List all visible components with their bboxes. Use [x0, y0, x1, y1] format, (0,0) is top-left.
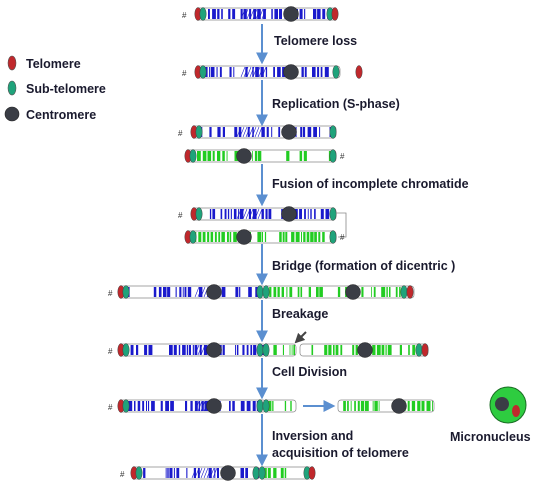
- step-inversion-line1: Inversion and: [272, 429, 353, 443]
- step-labels: Telomere loss Replication (S-phase) Fusi…: [272, 34, 469, 460]
- step-telomere-loss: Telomere loss: [274, 34, 357, 48]
- hash-mark: #: [178, 211, 183, 220]
- telomere-mark: [355, 65, 363, 79]
- hash-mark: #: [340, 152, 345, 161]
- hash-mark: #: [182, 11, 187, 20]
- step-bridge: Bridge (formation of dicentric ): [272, 259, 455, 273]
- telomere-mark: [331, 7, 339, 21]
- centromere-mark: [236, 229, 252, 245]
- subtelomere-mark: [329, 207, 337, 221]
- centromere-mark: [391, 398, 407, 414]
- subtelomere-mark: [252, 466, 260, 480]
- subtelomere-mark: [329, 149, 337, 163]
- subtelomere-mark: [262, 343, 270, 357]
- step-cell-division: Cell Division: [272, 365, 347, 379]
- step-breakage: Breakage: [272, 307, 328, 321]
- chromatids-replicated: ##: [178, 124, 345, 164]
- chromosome-inverted: #: [120, 465, 316, 481]
- subtelomere-mark: [199, 65, 207, 79]
- telomere-legend-icon: [7, 55, 17, 71]
- subtelomere-mark: [329, 125, 337, 139]
- subtelomere-mark: [262, 399, 270, 413]
- micronucleus-label: Micronucleus: [450, 430, 531, 444]
- subtelomere-mark: [256, 399, 264, 413]
- step-inversion-line2: acquisition of telomere: [272, 446, 409, 460]
- hash-mark: #: [108, 289, 113, 298]
- subtelomere-mark: [258, 466, 266, 480]
- telomere-mark: [406, 285, 414, 299]
- centromere-mark: [281, 206, 297, 222]
- telomere-mark: [421, 343, 429, 357]
- telomere-mark: [308, 466, 316, 480]
- chromosomes: ##########: [108, 6, 435, 481]
- breakage-pointer-arrow: [294, 331, 307, 344]
- hash-mark: #: [108, 403, 113, 412]
- subtelomere-mark: [189, 149, 197, 163]
- subtelomere-legend-icon: [7, 80, 17, 96]
- flow-arrows: [256, 24, 336, 467]
- centromere-mark: [236, 148, 252, 164]
- acentric-fragment: [337, 398, 435, 414]
- legend-centromere-label: Centromere: [26, 108, 96, 122]
- hash-mark: #: [182, 69, 187, 78]
- chromosome-original: #: [182, 6, 339, 22]
- subtelomere-mark: [122, 285, 130, 299]
- centromere-mark: [206, 284, 222, 300]
- chromosome-telomere-loss: #: [182, 64, 363, 80]
- micronucleus-telomere: [512, 405, 520, 417]
- chromatids-fused: ##: [178, 206, 347, 245]
- centromere-mark: [281, 124, 297, 140]
- micronucleus: Micronucleus: [450, 386, 531, 444]
- centromere-mark: [206, 342, 222, 358]
- centromere-mark: [283, 6, 299, 22]
- micronucleus-centromere: [495, 397, 509, 411]
- hash-mark: #: [108, 347, 113, 356]
- centromere-legend-icon: [4, 106, 20, 122]
- subtelomere-mark: [415, 343, 423, 357]
- subtelomere-mark: [400, 285, 408, 299]
- subtelomere-mark: [195, 207, 203, 221]
- subtelomere-mark: [256, 285, 264, 299]
- subtelomere-mark: [329, 230, 337, 244]
- centromere-mark: [357, 342, 373, 358]
- legend-telomere-label: Telomere: [26, 57, 81, 71]
- chromosome-breakage: #: [108, 342, 429, 358]
- legend-subtelomere-label: Sub-telomere: [26, 82, 106, 96]
- hash-mark: #: [178, 129, 183, 138]
- subtelomere-mark: [256, 343, 264, 357]
- chromosome-dicentric: #: [108, 284, 415, 300]
- subtelomere-mark: [122, 343, 130, 357]
- legend: Telomere Sub-telomere Centromere: [4, 55, 106, 122]
- centromere-mark: [345, 284, 361, 300]
- step-fusion: Fusion of incomplete chromatide: [272, 177, 469, 191]
- centromere-mark: [283, 64, 299, 80]
- subtelomere-mark: [122, 399, 130, 413]
- subtelomere-mark: [189, 230, 197, 244]
- step-replication: Replication (S-phase): [272, 97, 400, 111]
- centromere-mark: [206, 398, 222, 414]
- hash-mark: #: [120, 470, 125, 479]
- centromere-mark: [220, 465, 236, 481]
- subtelomere-mark: [135, 466, 143, 480]
- hash-mark: #: [340, 233, 345, 242]
- subtelomere-mark: [332, 65, 340, 79]
- subtelomere-mark: [195, 125, 203, 139]
- chromosome-after-division: #: [108, 398, 297, 414]
- subtelomere-mark: [199, 7, 207, 21]
- subtelomere-mark: [262, 285, 270, 299]
